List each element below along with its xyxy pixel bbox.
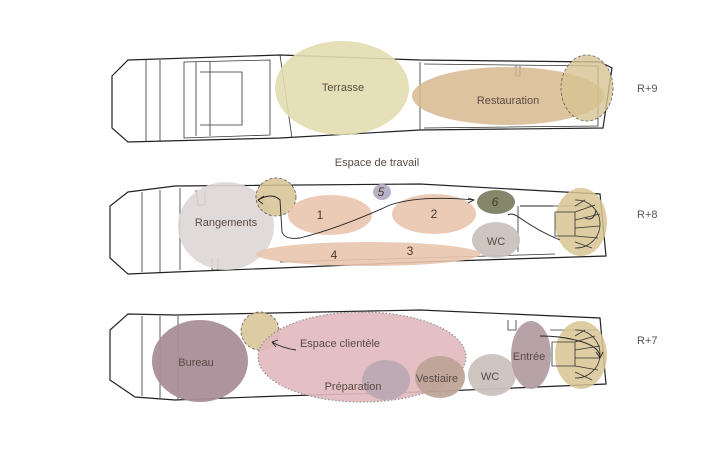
r9-stair-circle bbox=[560, 54, 614, 122]
zone-6-label: 6 bbox=[492, 195, 499, 209]
zone-4-label: 4 bbox=[331, 248, 338, 262]
preparation-zone bbox=[362, 360, 410, 400]
r7-client-arrow bbox=[271, 341, 297, 351]
terrasse-zone bbox=[275, 41, 409, 135]
level-label-r7: R+7 bbox=[637, 335, 658, 347]
restauration-label: Restauration bbox=[477, 95, 539, 107]
rangements-zone bbox=[178, 182, 274, 270]
r8-stair-circle-right bbox=[555, 188, 607, 256]
entree-zone bbox=[511, 321, 551, 389]
wc-label-r7: WC bbox=[481, 371, 499, 383]
vestiaire-label: Vestiaire bbox=[416, 373, 458, 385]
r7-stair-circle-right bbox=[555, 321, 607, 389]
restauration-zone bbox=[412, 67, 604, 125]
zone-2-label: 2 bbox=[431, 207, 438, 221]
espace-clientele-label: Espace clientèle bbox=[300, 338, 380, 350]
rangements-label: Rangements bbox=[195, 217, 258, 229]
entree-label: Entrée bbox=[513, 351, 545, 363]
espace-de-travail-caption: Espace de travail bbox=[335, 157, 419, 169]
r9-building-outline bbox=[111, 54, 613, 143]
bureau-label: Bureau bbox=[178, 357, 213, 369]
preparation-label: Préparation bbox=[325, 381, 382, 393]
zone-2 bbox=[392, 194, 476, 234]
wc-zone-r8 bbox=[472, 222, 520, 258]
floor-plan-r7: Bureau Espace clientèle Préparation Vest… bbox=[109, 309, 658, 403]
floor-plan-r9: Terrasse Restauration R+9 bbox=[111, 41, 658, 143]
r7-entry-arrow bbox=[539, 335, 601, 357]
r8-circulation-path bbox=[257, 195, 597, 241]
bureau-zone bbox=[152, 320, 248, 402]
level-label-r9: R+9 bbox=[637, 83, 658, 95]
vestiaire-zone bbox=[415, 356, 465, 398]
terrasse-label: Terrasse bbox=[322, 82, 364, 94]
zone-1 bbox=[288, 195, 372, 235]
zone-1-label: 1 bbox=[317, 208, 324, 222]
zone-3-4 bbox=[256, 242, 480, 266]
wc-label-r8: WC bbox=[487, 236, 505, 248]
zone-5 bbox=[373, 184, 391, 200]
zone-3-label: 3 bbox=[407, 244, 414, 258]
floor-plan-r8: Rangements 1 2 3 4 5 6 WC R+8 bbox=[109, 177, 658, 275]
zone-6 bbox=[477, 190, 515, 214]
espace-clientele-zone bbox=[257, 311, 467, 403]
r7-staircase bbox=[551, 329, 601, 381]
zone-5-label: 5 bbox=[378, 185, 385, 199]
r8-staircase bbox=[554, 199, 601, 249]
wc-zone-r7 bbox=[468, 354, 516, 396]
level-label-r8: R+8 bbox=[637, 209, 658, 221]
